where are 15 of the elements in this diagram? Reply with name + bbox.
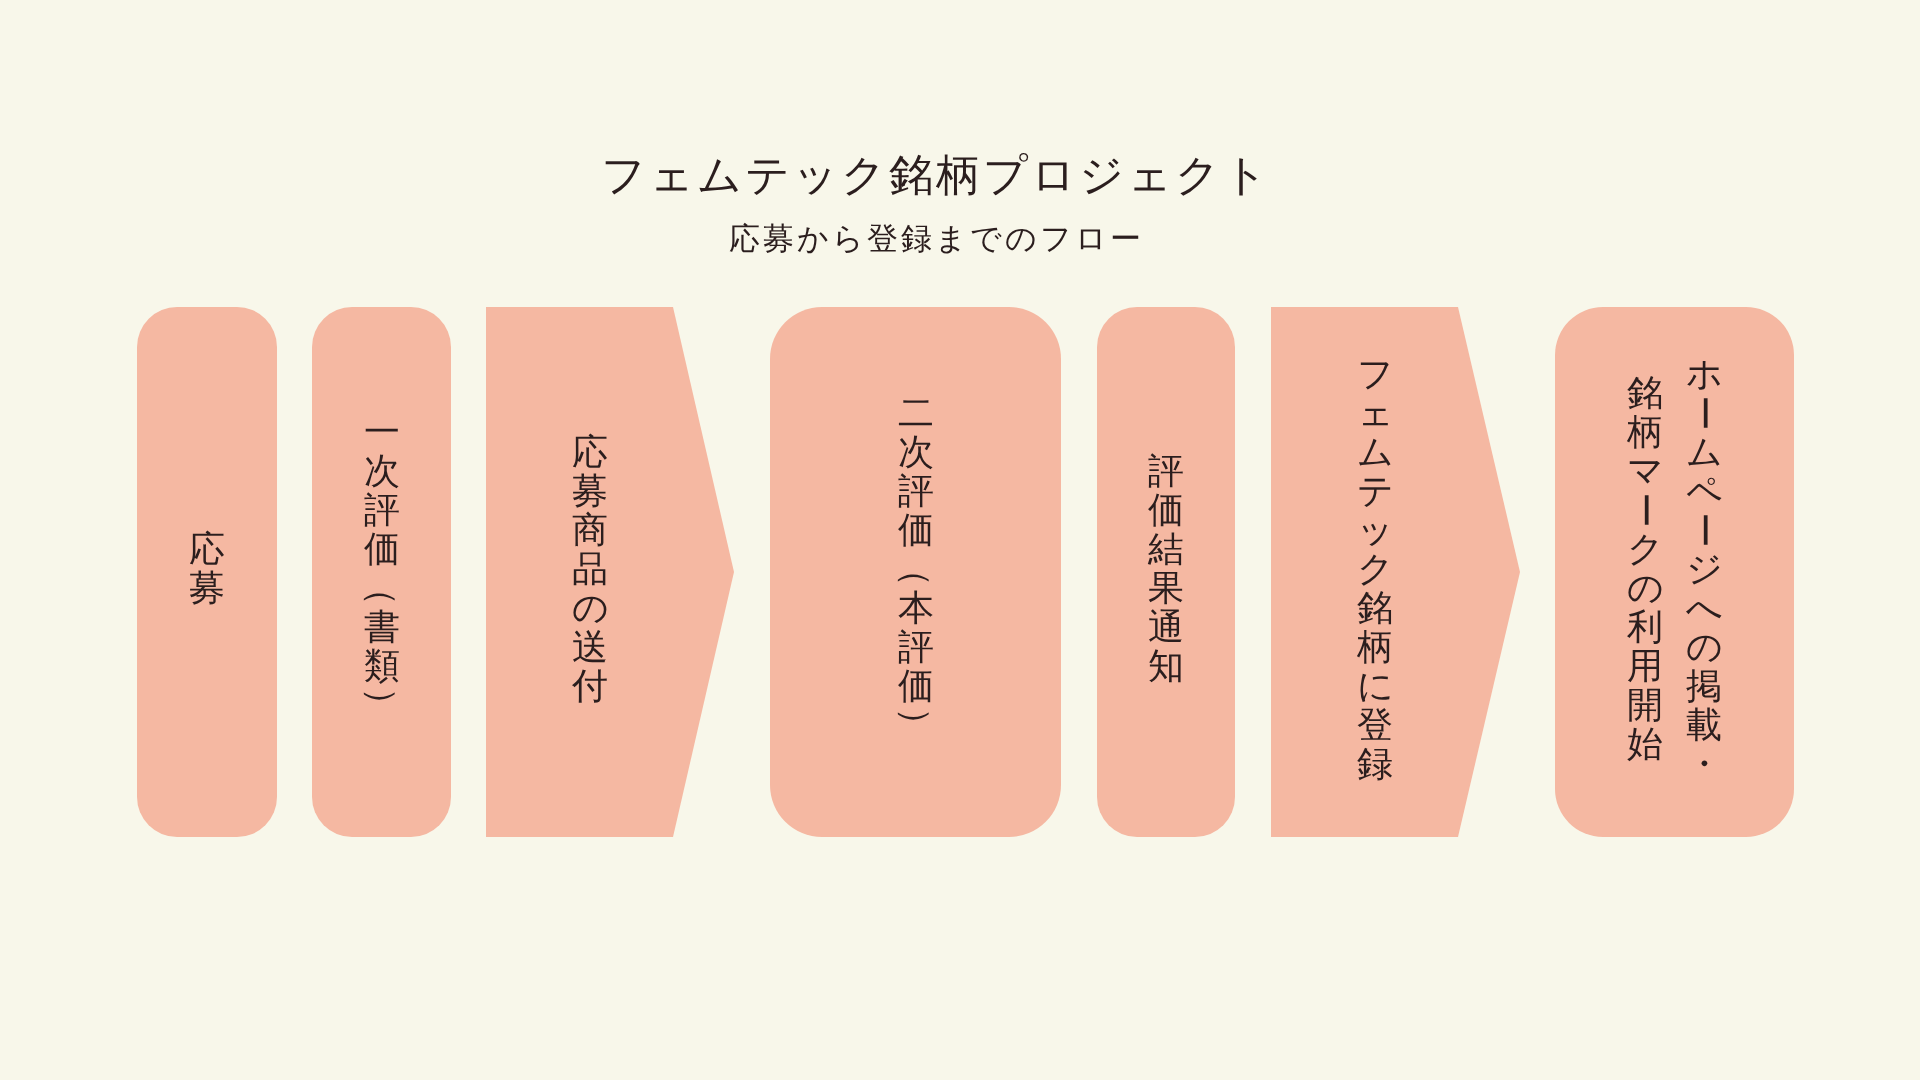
- chevron-step-shape: [1271, 307, 1520, 837]
- step-label: フェムテック銘柄に登録: [1356, 353, 1393, 783]
- step-label: 評価結果通知: [1148, 451, 1184, 685]
- rounded-step-box: [312, 307, 451, 837]
- chevron-step-shape: [486, 307, 734, 837]
- step-label: 応募: [189, 529, 225, 607]
- title: フェムテック銘柄プロジェクト: [601, 149, 1271, 202]
- subtitle: 応募から登録までのフロー: [728, 220, 1144, 258]
- rounded-step-box: [770, 307, 1061, 837]
- rounded-step-box: [137, 307, 277, 837]
- step-label: 応募商品の送付: [571, 431, 608, 705]
- step-label: 一次評価（書類）: [363, 412, 400, 724]
- step-label: 二次評価（本評価）: [897, 392, 934, 744]
- rounded-step-box: [1555, 307, 1794, 837]
- rounded-step-box: [1097, 307, 1235, 837]
